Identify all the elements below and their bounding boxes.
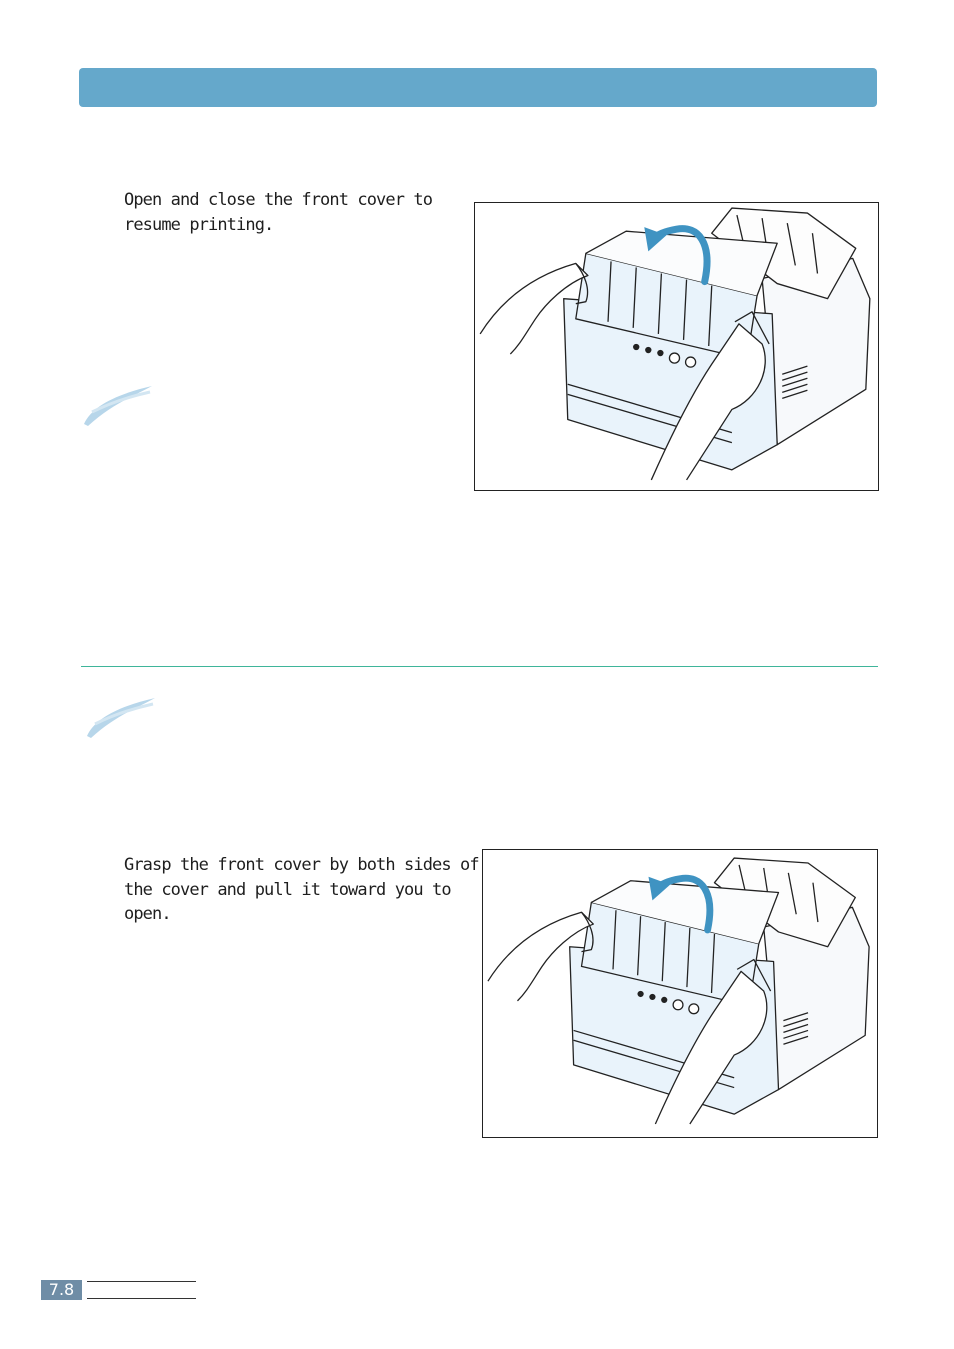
printer-illustration-open-cover [482,849,878,1138]
footer-rule [87,1298,196,1299]
section-divider [81,666,878,667]
section-header-bar [79,68,877,107]
page-number-badge: 7.8 [41,1280,82,1300]
printer-illustration-close-cover [474,202,879,491]
footer-rule [87,1281,196,1282]
printer-open-cover-drawing [479,207,871,481]
step-text-open-cover: Grasp the front cover by both sides of t… [124,855,480,924]
note-brush-icon [84,386,152,426]
note-brush-icon [87,698,155,738]
step-text-resume-printing: Open and close the front cover to resume… [124,190,433,235]
printer-open-cover-drawing [487,857,870,1125]
